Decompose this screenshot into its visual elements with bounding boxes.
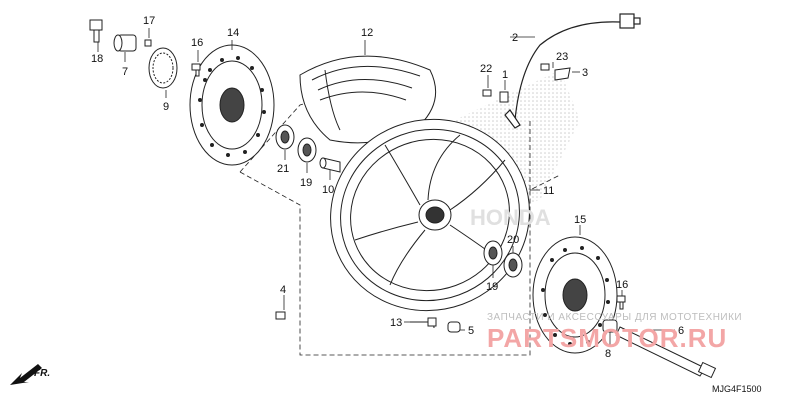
valve-13 xyxy=(410,317,437,329)
bolt-16b xyxy=(616,295,626,310)
bearing-21 xyxy=(275,124,295,150)
diagram-code: MJG4F1500 xyxy=(712,384,762,394)
label-part-13: 13 xyxy=(390,317,402,329)
label-part-18: 18 xyxy=(91,53,103,65)
bearing-20 xyxy=(483,240,503,266)
cap-4 xyxy=(275,311,286,320)
bolt-17 xyxy=(144,39,152,47)
speed-sensor-cable xyxy=(504,13,641,129)
label-part-1: 1 xyxy=(502,69,508,81)
label-part-23: 23 xyxy=(556,51,568,63)
clamp-3 xyxy=(554,67,571,81)
label-part-20: 20 xyxy=(507,234,519,246)
label-part-8: 8 xyxy=(605,348,611,360)
clamp-1 xyxy=(499,91,509,103)
bolt-22 xyxy=(482,89,492,97)
label-part-19-left: 19 xyxy=(300,177,312,189)
label-part-10: 10 xyxy=(322,184,334,196)
bolt-18 xyxy=(89,19,103,43)
axle xyxy=(615,326,717,379)
label-part-16-right: 16 xyxy=(616,279,628,291)
wheel-brand-marking: HONDA xyxy=(470,205,551,230)
watermark-site: PARTSMOTOR.RU xyxy=(487,323,727,353)
valve-cap-5 xyxy=(447,321,461,333)
distance-collar xyxy=(319,157,341,173)
label-part-4: 4 xyxy=(280,284,286,296)
collar-left xyxy=(113,34,137,52)
label-part-2: 2 xyxy=(512,32,518,44)
wheel xyxy=(330,118,530,312)
watermark-tagline: ЗАПЧАСТИ И АКСЕССУАРЫ ДЛЯ МОТОТЕХНИКИ xyxy=(487,312,742,323)
label-part-15: 15 xyxy=(574,214,586,226)
bolt-16a xyxy=(191,63,201,77)
label-part-22: 22 xyxy=(480,63,492,75)
left-brake-disc xyxy=(189,44,275,166)
bolt-23 xyxy=(540,63,550,71)
label-part-21: 21 xyxy=(277,163,289,175)
label-part-9: 9 xyxy=(163,101,169,113)
label-part-6: 6 xyxy=(678,325,684,337)
dust-seal-19b xyxy=(503,252,523,278)
label-part-12: 12 xyxy=(361,27,373,39)
label-part-5: 5 xyxy=(468,325,474,337)
label-part-3: 3 xyxy=(582,67,588,79)
label-part-7: 7 xyxy=(122,66,128,78)
label-part-17: 17 xyxy=(143,15,155,27)
pulser-ring xyxy=(148,47,178,89)
label-part-14: 14 xyxy=(227,27,239,39)
dust-seal-19a xyxy=(297,137,317,163)
label-part-16-left: 16 xyxy=(191,37,203,49)
front-direction-arrow: FR. xyxy=(10,364,50,385)
label-part-19-right: 19 xyxy=(486,281,498,293)
front-direction-label: FR. xyxy=(34,368,50,379)
leader-lines xyxy=(97,28,675,345)
label-part-11: 11 xyxy=(543,185,554,197)
right-brake-disc xyxy=(532,236,618,354)
